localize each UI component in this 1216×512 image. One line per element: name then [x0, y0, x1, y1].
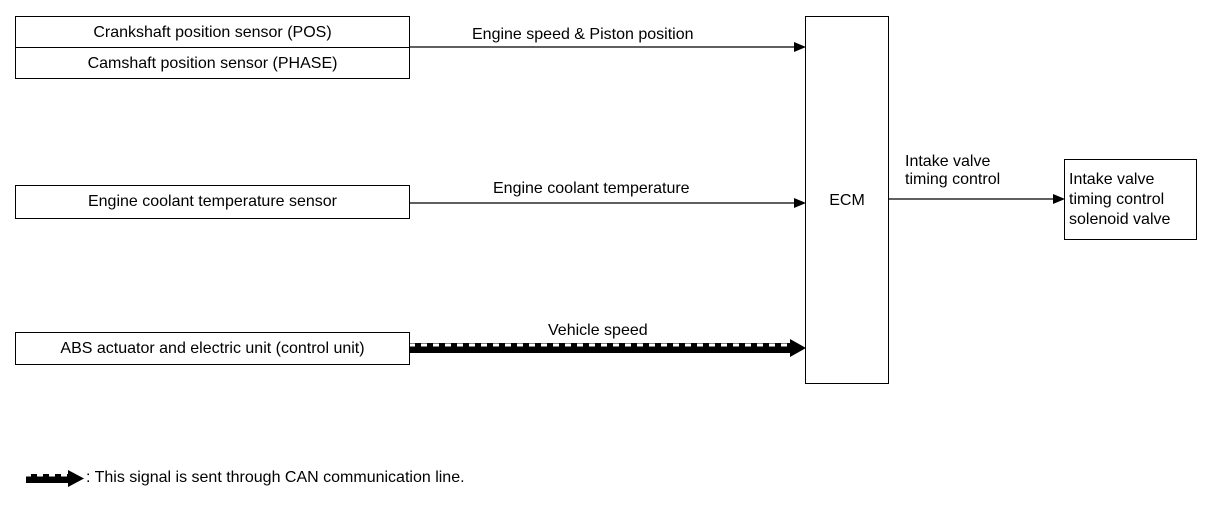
vehicle-speed-can-line [410, 343, 792, 353]
camshaft-sensor-label: Camshaft position sensor (PHASE) [87, 55, 338, 72]
ecm-label: ECM [829, 192, 865, 209]
abs-unit-label: ABS actuator and electric unit (control … [60, 340, 365, 357]
crank-cam-divider [16, 47, 409, 48]
abs-unit-box: ABS actuator and electric unit (control … [15, 332, 410, 365]
engine-speed-signal-label: Engine speed & Piston position [472, 26, 694, 43]
crank-cam-sensor-box: Crankshaft position sensor (POS) Camshaf… [15, 16, 410, 79]
vehicle-speed-arrowhead [790, 339, 806, 357]
crankshaft-sensor-label: Crankshaft position sensor (POS) [93, 24, 332, 41]
ivt-control-arrowhead [1053, 194, 1065, 204]
coolant-temp-arrowhead [794, 198, 806, 208]
engine-speed-arrowhead [794, 42, 806, 52]
ivt-solenoid-box: Intake valve timing control solenoid val… [1064, 159, 1197, 240]
legend-text: : This signal is sent through CAN commun… [86, 469, 465, 486]
legend-can-arrowhead [68, 470, 84, 487]
ivt-control-signal-label: Intake valve timing control [905, 153, 1001, 188]
legend-can-line [26, 474, 70, 483]
vehicle-speed-signal-label: Vehicle speed [548, 322, 648, 339]
ecm-box: ECM [805, 16, 889, 384]
coolant-sensor-label: Engine coolant temperature sensor [87, 193, 338, 210]
coolant-sensor-box: Engine coolant temperature sensor [15, 185, 410, 219]
coolant-temp-signal-label: Engine coolant temperature [493, 180, 690, 197]
ivt-solenoid-label: Intake valve timing control solenoid val… [1069, 171, 1171, 228]
